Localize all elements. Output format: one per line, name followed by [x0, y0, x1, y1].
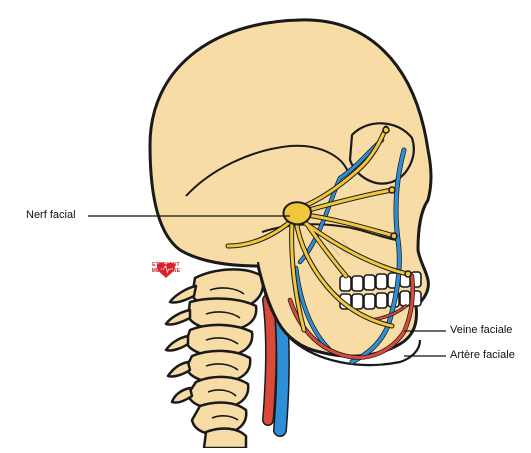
- facial-artery-label: Artère faciale: [450, 349, 515, 361]
- facial-vein-label: Veine faciale: [450, 324, 512, 336]
- watermark-line-2: MEDECINE: [141, 268, 191, 274]
- cervical-spine: [166, 269, 263, 448]
- watermark: ETUDIANT MEDECINE: [141, 262, 191, 274]
- facial-nerve-label: Nerf facial: [26, 209, 76, 221]
